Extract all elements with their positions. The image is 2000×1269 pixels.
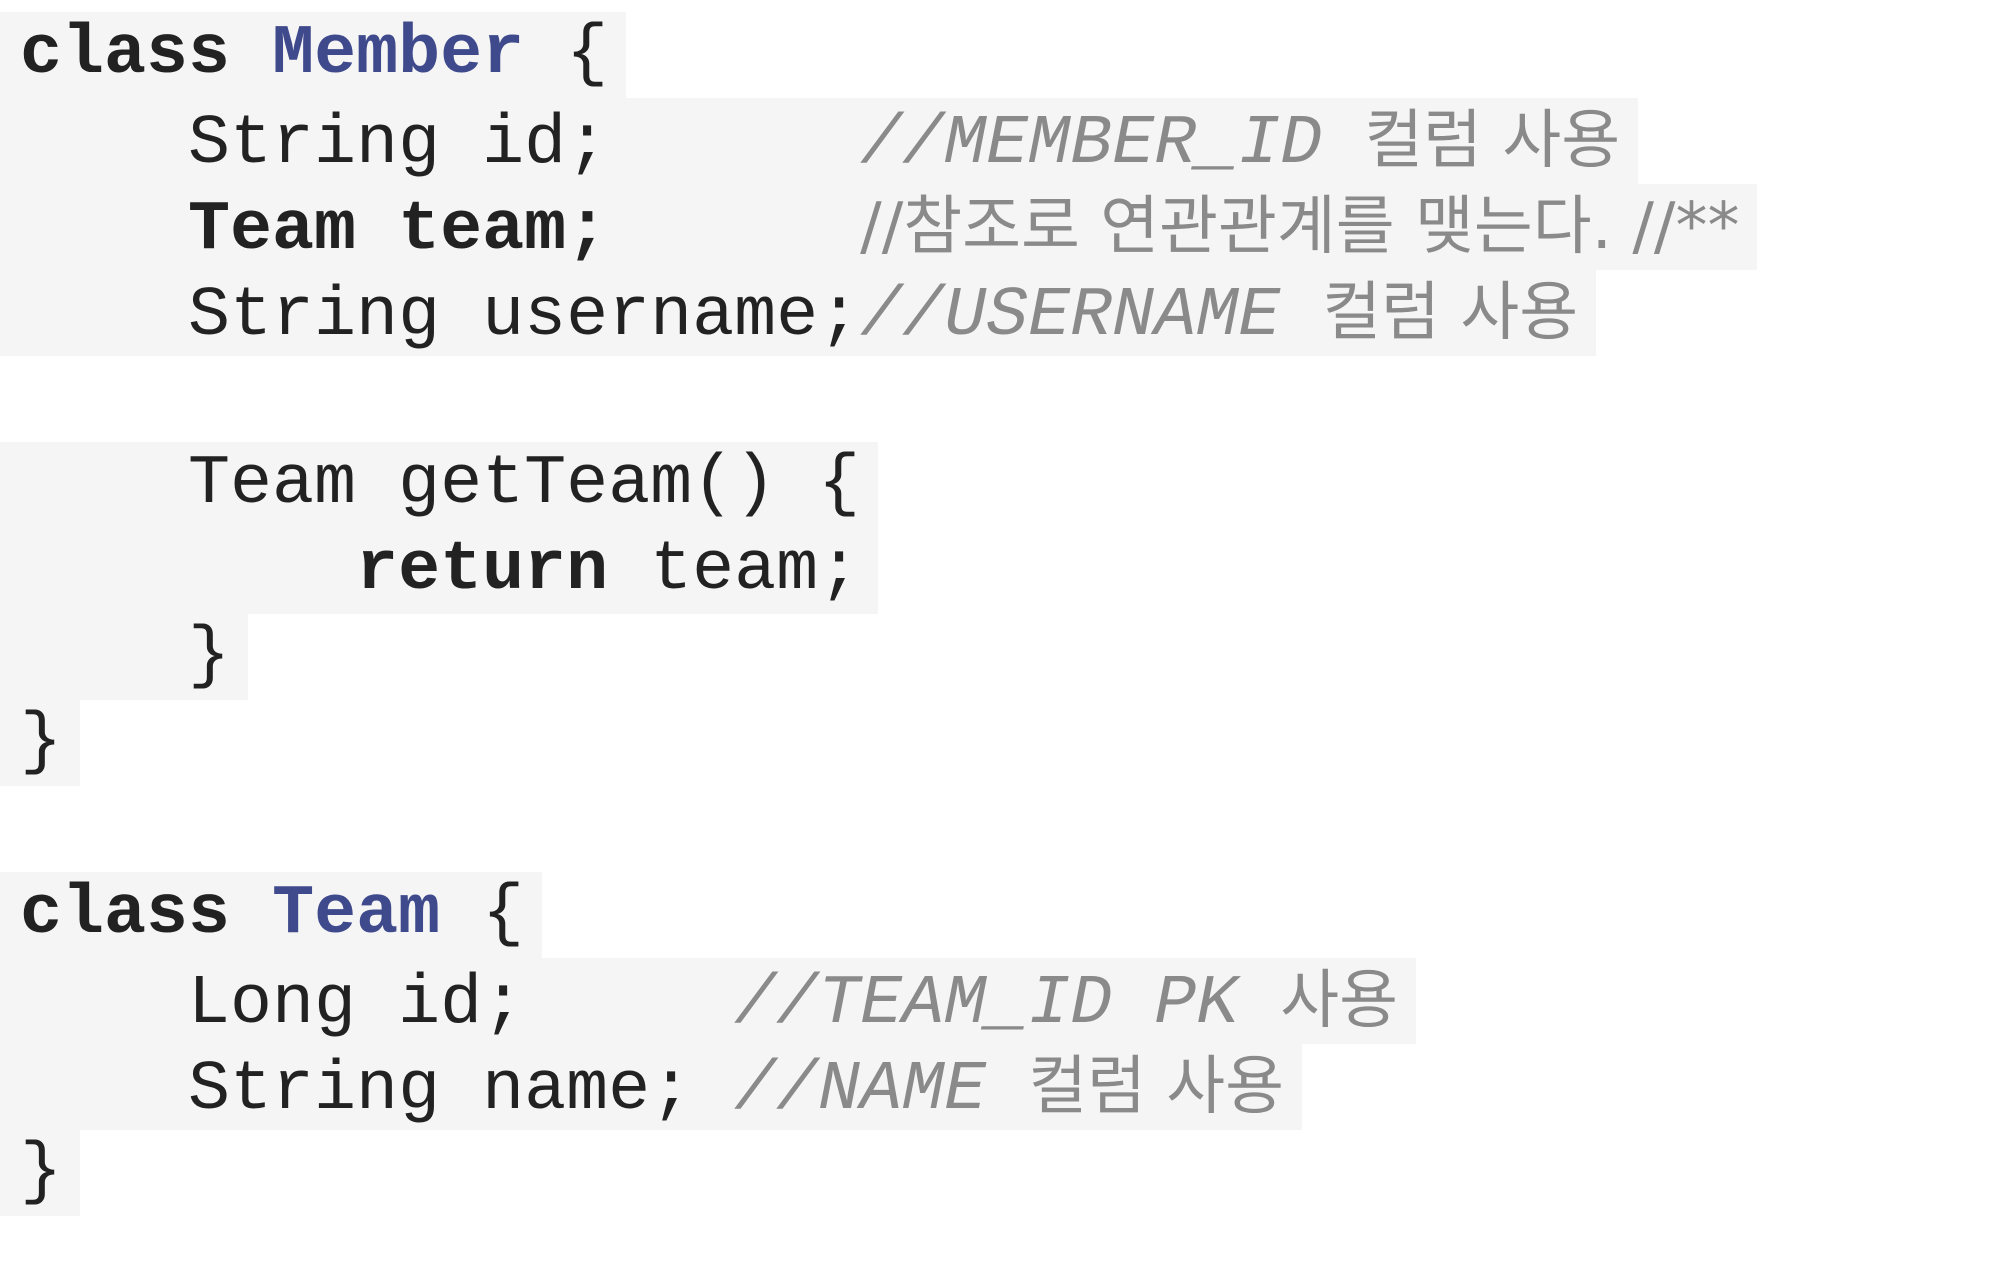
code-comment: //MEMBER_ID — [860, 105, 1323, 184]
code-line: } — [0, 700, 1757, 786]
code-line: return team; — [0, 528, 1757, 614]
return-value: team; — [650, 531, 861, 610]
code-line: class Member { — [0, 12, 1757, 98]
blank-line — [20, 786, 1757, 872]
code-line: Team getTeam() { — [0, 442, 1757, 528]
code-comment: //USERNAME — [860, 277, 1281, 356]
code-line: Team team; //참조로 연관관계를 맺는다. //** — [0, 184, 1758, 270]
open-brace: { — [482, 875, 525, 954]
code-line: String username;//USERNAME 컬럼 사용 — [0, 270, 1757, 356]
code-line: } — [0, 614, 1757, 700]
class-name: Team — [272, 875, 441, 954]
close-brace: } — [20, 703, 63, 782]
open-brace: { — [566, 15, 609, 94]
field-declaration: Team team; — [188, 191, 609, 270]
code-comment-korean: 컬럼 사용 — [1322, 276, 1579, 350]
code-line: class Team { — [0, 872, 1757, 958]
code-line: String name; //NAME 컬럼 사용 — [0, 1044, 1757, 1130]
code-comment: //참조로 연관관계를 맺는다. //** — [860, 190, 1740, 264]
close-brace: } — [188, 617, 231, 696]
field-declaration: String username; — [188, 277, 861, 356]
class-keyword: class — [20, 875, 231, 954]
field-declaration: String name; — [188, 1051, 693, 1130]
class-name: Member — [272, 15, 525, 94]
code-comment: //NAME — [734, 1051, 987, 1130]
return-keyword: return — [356, 531, 609, 610]
code-comment-korean: 사용 — [1280, 964, 1399, 1038]
code-comment-korean: 컬럼 사용 — [1364, 104, 1621, 178]
method-signature: Team getTeam() { — [188, 445, 861, 524]
code-comment: //TEAM_ID PK — [734, 965, 1239, 1044]
field-declaration: Long id; — [188, 965, 525, 1044]
close-brace: } — [20, 1133, 63, 1212]
field-declaration: String id; — [188, 105, 609, 184]
code-line: String id; //MEMBER_ID 컬럼 사용 — [0, 98, 1757, 184]
code-line: Long id; //TEAM_ID PK 사용 — [0, 958, 1757, 1044]
blank-line — [20, 356, 1757, 442]
code-line: } — [0, 1130, 1757, 1216]
code-block: class Member { String id; //MEMBER_ID 컬럼… — [0, 12, 1758, 1216]
class-keyword: class — [20, 15, 231, 94]
code-comment-korean: 컬럼 사용 — [1028, 1050, 1285, 1124]
